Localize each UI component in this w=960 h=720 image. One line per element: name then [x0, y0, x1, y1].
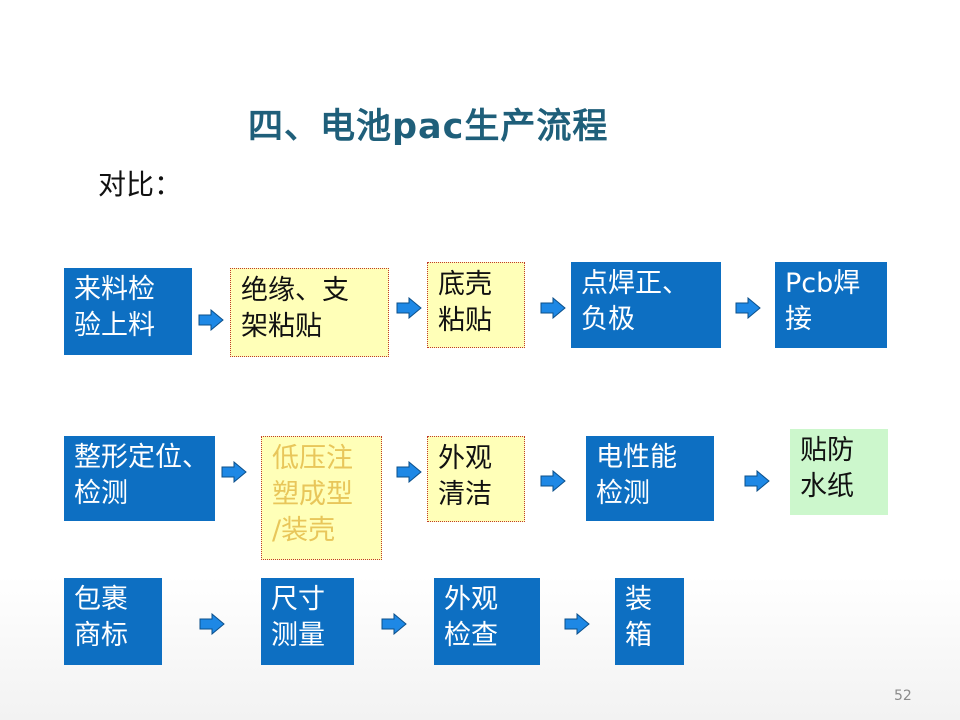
step-pcb-welding: Pcb焊 接: [775, 262, 887, 348]
right-arrow-icon: [396, 461, 422, 483]
right-arrow-icon: [199, 613, 225, 635]
right-arrow-icon: [744, 470, 770, 492]
step-bottom-shell: 底壳 粘贴: [427, 262, 525, 348]
step-incoming-inspection: 来料检 验上料: [64, 268, 192, 355]
right-arrow-icon: [540, 297, 566, 319]
step-size-measurement: 尺寸 测量: [261, 578, 354, 665]
step-shaping-positioning: 整形定位、 检测: [64, 436, 215, 521]
step-spot-welding: 点焊正、 负极: [571, 262, 721, 348]
right-arrow-icon: [564, 613, 590, 635]
step-waterproof-paper: 贴防 水纸: [790, 429, 888, 515]
step-boxing: 装 箱: [615, 578, 684, 665]
step-low-pressure-molding: 低压注 塑成型 /装壳: [261, 436, 382, 560]
step-electrical-test: 电性能 检测: [586, 436, 714, 521]
step-insulation-bracket: 绝缘、支 架粘贴: [230, 268, 389, 357]
right-arrow-icon: [198, 309, 224, 331]
step-appearance-inspection: 外观 检查: [434, 578, 540, 665]
slide-title: 四、电池pac生产流程: [248, 107, 609, 147]
step-wrap-label: 包裹 商标: [64, 578, 162, 665]
page-number: 52: [894, 688, 912, 704]
right-arrow-icon: [735, 297, 761, 319]
right-arrow-icon: [221, 461, 247, 483]
slide-subtitle: 对比：: [98, 168, 183, 201]
step-appearance-cleaning: 外观 清洁: [427, 436, 525, 522]
right-arrow-icon: [396, 297, 422, 319]
right-arrow-icon: [540, 470, 566, 492]
right-arrow-icon: [381, 613, 407, 635]
